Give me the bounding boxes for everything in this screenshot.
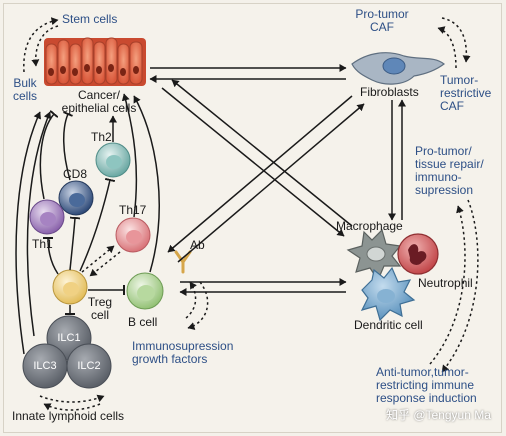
label-innate-lymphoid: Innate lymphoid cells bbox=[12, 409, 125, 423]
arrow-th17-to-cancer bbox=[121, 93, 138, 218]
dotted-procaf-to-restrictive bbox=[441, 17, 471, 63]
neutrophil-icon bbox=[397, 233, 439, 275]
label-th1: Th1 bbox=[32, 237, 53, 251]
arrow-fibroblast-to-bcell bbox=[167, 95, 353, 253]
ilc-cluster-icon bbox=[22, 315, 112, 389]
inhibit-treg-to-th1 bbox=[42, 236, 59, 275]
label-stem-cells: Stem cells bbox=[62, 12, 118, 26]
treg-cell-icon bbox=[52, 269, 88, 305]
antibody-icon bbox=[174, 250, 192, 274]
dotted-immunosupression-to-ab bbox=[185, 281, 197, 319]
fibroblast-icon bbox=[351, 52, 445, 85]
inhibit-treg-to-th2 bbox=[79, 177, 116, 272]
cancer-cells-icon bbox=[44, 37, 146, 86]
arrow-ilc-to-cancer-outer bbox=[15, 111, 41, 355]
inhibit-th1-to-cancer bbox=[39, 109, 59, 200]
arrow-cancer-to-myeloid bbox=[161, 87, 345, 237]
label-anti-tumor: Anti-tumor,tumor- restricting immune res… bbox=[376, 365, 477, 405]
label-b-cell: B cell bbox=[128, 315, 158, 329]
arrow-myeloid-to-cancer bbox=[171, 79, 353, 227]
b-cell-icon bbox=[126, 272, 164, 310]
th17-cell-icon bbox=[115, 217, 151, 253]
label-ilc2: ILC2 bbox=[77, 360, 101, 372]
dotted-antitumor-to-protumor bbox=[429, 205, 466, 365]
dotted-ab-to-immunosupression bbox=[187, 281, 209, 330]
arrow-ilc-to-cancer-inner bbox=[26, 111, 52, 337]
macrophage-icon bbox=[346, 228, 402, 282]
arrow-bcell-to-fibroblast bbox=[177, 103, 365, 263]
label-ilc3: ILC3 bbox=[33, 360, 57, 372]
label-ilc1: ILC1 bbox=[57, 332, 81, 344]
label-pro-tumor-repair: Pro-tumor/ tissue repair/ immuno- supres… bbox=[415, 144, 484, 197]
dendritic-cell-icon bbox=[360, 266, 416, 322]
label-fibroblasts: Fibroblasts bbox=[360, 85, 419, 99]
dotted-ilc-cycle-right bbox=[39, 394, 105, 403]
label-cd8: CD8 bbox=[63, 167, 88, 181]
dotted-treg-to-th17 bbox=[81, 245, 115, 273]
label-neutrophil: Neutrophil bbox=[418, 276, 473, 290]
dotted-connections bbox=[23, 17, 479, 411]
inhibit-cd8-to-cancer bbox=[62, 111, 73, 181]
label-ab: Ab bbox=[190, 238, 205, 252]
dotted-stem-to-bulk bbox=[31, 25, 59, 67]
dotted-protumor-to-antitumor bbox=[441, 199, 479, 373]
label-macrophage: Macrophage bbox=[336, 219, 403, 233]
label-immunosupression: Immunosupression growth factors bbox=[132, 339, 234, 366]
label-cancer-cells: Cancer/ epithelial cells bbox=[61, 88, 137, 115]
inhibit-treg-to-cd8 bbox=[69, 216, 81, 271]
label-th17: Th17 bbox=[119, 203, 147, 217]
th1-cell-icon bbox=[29, 199, 65, 235]
label-treg: Treg cell bbox=[87, 295, 113, 322]
arrow-bcell-to-cancer bbox=[133, 95, 160, 273]
dotted-th17-to-treg bbox=[89, 251, 121, 277]
th2-cell-icon bbox=[95, 142, 131, 178]
watermark: 知乎 @Tengyun Ma bbox=[386, 408, 491, 422]
label-th2: Th2 bbox=[91, 130, 112, 144]
label-dendritic: Dendritic cell bbox=[354, 318, 423, 332]
label-tumor-restrictive-caf: Tumor- restrictive CAF bbox=[440, 73, 492, 113]
connection-lines bbox=[15, 64, 406, 355]
label-bulk-cells: Bulk cells bbox=[12, 76, 37, 103]
cd8-cell-icon bbox=[58, 180, 94, 216]
label-pro-tumor-caf: Pro-tumor CAF bbox=[355, 7, 409, 34]
